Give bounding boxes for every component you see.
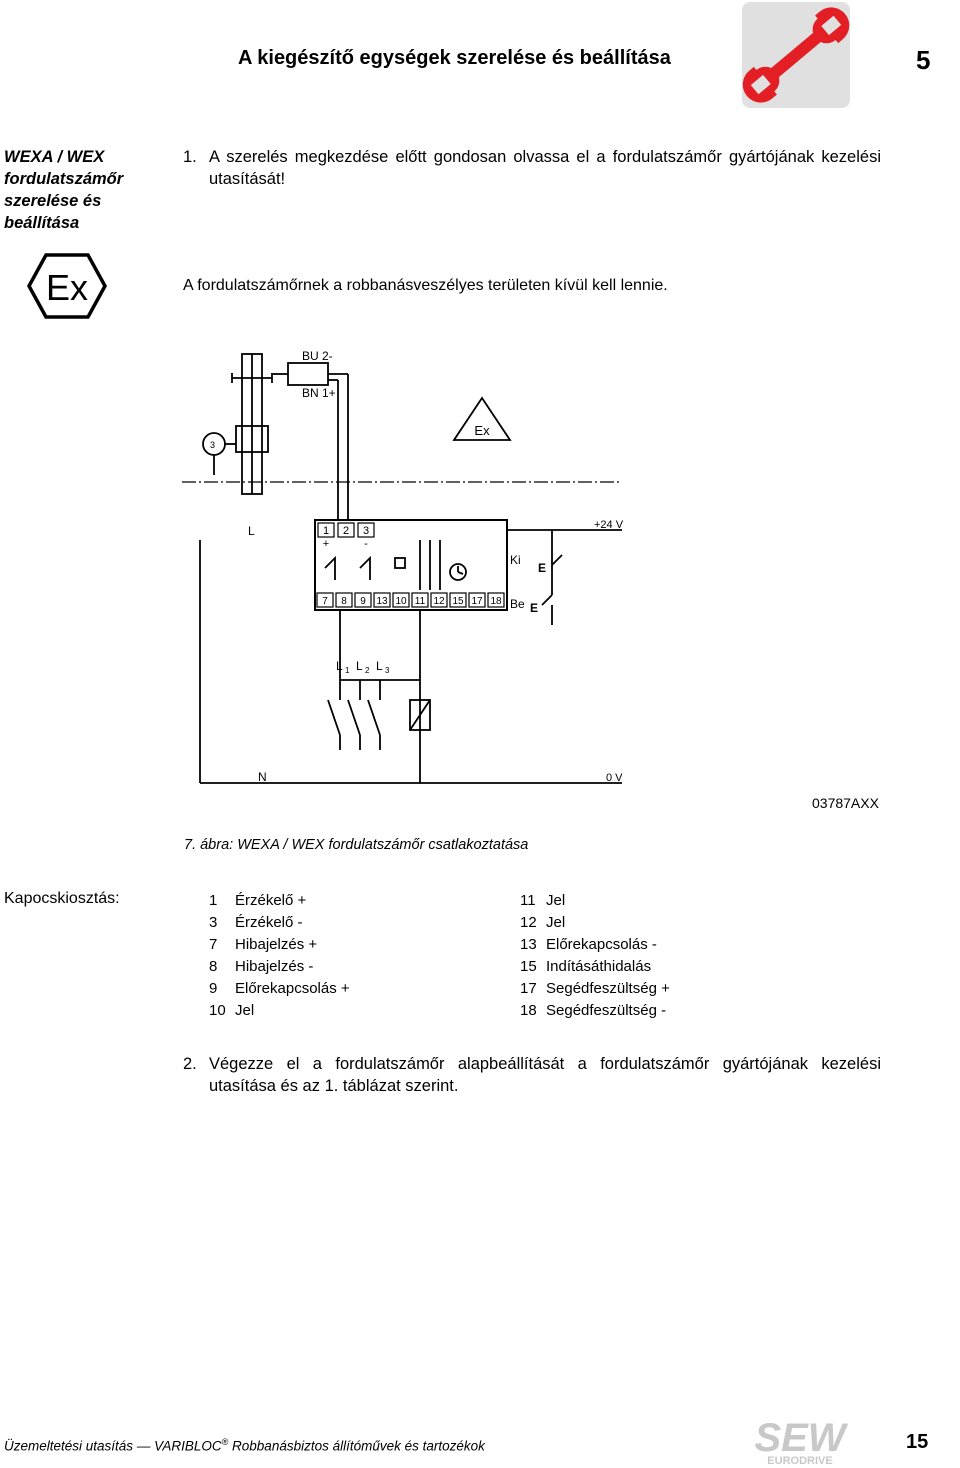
terminal-3: 3 <box>363 525 369 537</box>
bottom-terminal-row <box>316 592 505 608</box>
ex-triangle-icon <box>452 396 512 441</box>
terminal-11: 11 <box>415 596 426 607</box>
terminal-9: 9 <box>360 596 366 607</box>
l2-label: L <box>356 659 363 673</box>
n-label: N <box>258 770 267 784</box>
logo-sew-text: SEW <box>754 1416 848 1460</box>
bn-label: BN 1+ <box>302 386 336 400</box>
footer-doc-title: Üzemeltetési utasítás — VARIBLOC® Robban… <box>4 1437 485 1454</box>
e-label-ki: E <box>538 561 546 575</box>
figure-caption: 7. ábra: WEXA / WEX fordulatszámőr csatl… <box>184 837 529 853</box>
ex-logo-text: Ex <box>46 267 88 308</box>
ex-hazard-icon: Ex <box>27 253 107 319</box>
plus24-label: +24 V <box>594 519 624 531</box>
l1-sub: 1 <box>345 666 350 675</box>
step-1-text: A szerelés megkezdése előtt gondosan olv… <box>209 148 881 188</box>
wiring-diagram: 1 2 3 + - 7 8 9 13 10 11 12 15 17 18 BU … <box>182 349 624 784</box>
l3-label: L <box>376 659 383 673</box>
sensor-number: 3 <box>210 440 215 450</box>
terminal-13: 13 <box>376 596 388 607</box>
terminal-plus: + <box>323 538 329 550</box>
step-2-number: 2. <box>183 1055 197 1073</box>
l2-sub: 2 <box>365 666 370 675</box>
contactor-coil <box>409 699 431 731</box>
l-label: L <box>248 524 255 538</box>
e-label-be: E <box>530 601 538 615</box>
header-title: A kiegészítő egységek szerelése és beáll… <box>238 47 671 69</box>
initiator-box <box>287 362 329 386</box>
be-label: Be <box>510 597 525 611</box>
wrench-icon-box <box>742 2 850 108</box>
l3-sub: 3 <box>385 666 390 675</box>
terminal-8: 8 <box>341 596 347 607</box>
wexa-device <box>314 519 508 611</box>
terminal-7: 7 <box>322 596 328 607</box>
side-heading: WEXA / WEX fordulatszámőr szerelése és b… <box>4 148 124 232</box>
terminal-12: 12 <box>433 596 445 607</box>
ex-symbol-label: Ex <box>474 423 490 438</box>
page-number: 15 <box>906 1431 929 1453</box>
top-terminal-row <box>317 522 375 538</box>
terminal-15: 15 <box>452 596 464 607</box>
l1-label: L <box>336 659 343 673</box>
chapter-number: 5 <box>916 45 931 75</box>
terminal-1: 1 <box>323 525 329 537</box>
terminal-17: 17 <box>471 596 483 607</box>
terminal-minus: - <box>364 538 368 550</box>
step-1-number: 1. <box>183 148 197 166</box>
timer-icon <box>449 563 467 581</box>
terminal-18: 18 <box>490 596 502 607</box>
bu-label: BU 2- <box>302 349 333 363</box>
terminal-10: 10 <box>395 596 407 607</box>
sew-eurodrive-logo: SEW EURODRIVE <box>754 1416 848 1465</box>
wrench-icon <box>742 7 850 103</box>
figure-code: 03787AXX <box>812 795 879 811</box>
ex-warning-text: A fordulatszámőrnek a robbanásveszélyes … <box>183 277 668 294</box>
zero-v-label: 0 V <box>606 772 623 784</box>
logo-eurodrive-text: EURODRIVE <box>767 1455 832 1465</box>
step-2-text: Végezze el a fordulatszámőr alapbeállítá… <box>209 1055 881 1095</box>
ki-label: Ki <box>510 553 521 567</box>
terminal-assignment-label: Kapocskiosztás: <box>4 890 120 907</box>
terminal-2: 2 <box>343 525 349 537</box>
